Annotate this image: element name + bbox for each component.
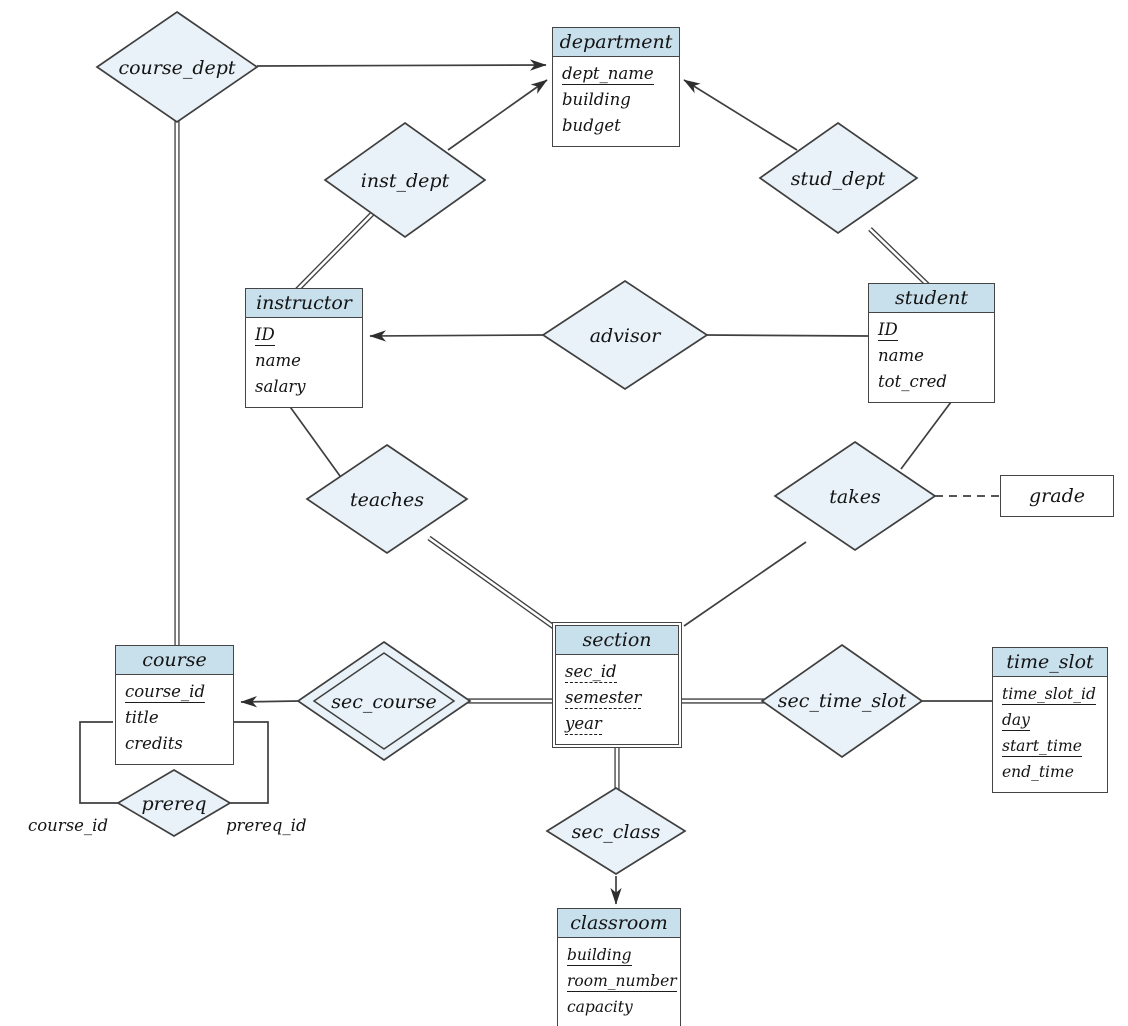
attribute-room-number: room_number xyxy=(567,972,677,992)
attribute-year: year xyxy=(565,714,602,735)
relationship-sec_time_slot[interactable] xyxy=(760,643,924,759)
relationship-sec_course[interactable] xyxy=(296,640,472,762)
entity-instructor-title: instructor xyxy=(246,289,362,318)
attribute-semester: semester xyxy=(565,688,642,709)
relationship-advisor[interactable] xyxy=(541,279,709,391)
relationship-prereq-label: prereq xyxy=(142,793,207,815)
entity-section[interactable]: section sec_id semester year xyxy=(552,622,682,748)
edge-teaches-section-double xyxy=(427,535,560,633)
relationship-stud_dept[interactable] xyxy=(758,121,919,235)
attribute-capacity: capacity xyxy=(567,998,633,1016)
relationship-sec_class-label: sec_class xyxy=(572,821,661,843)
edge-prereq-prereq_id-loop xyxy=(230,721,269,804)
attribute-title: title xyxy=(125,708,159,727)
attribute-building: building xyxy=(562,90,631,109)
relationship-course_dept[interactable] xyxy=(95,10,259,124)
entity-section-title: section xyxy=(556,626,678,655)
attribute-course-id: course_id xyxy=(125,682,206,703)
relationship-takes[interactable] xyxy=(773,440,937,552)
attribute-credits: credits xyxy=(125,734,183,753)
attribute-tot-cred: tot_cred xyxy=(878,372,947,391)
relationship-teaches[interactable] xyxy=(305,443,469,555)
attribute-start-time: start_time xyxy=(1002,737,1082,757)
edge-stud_dept-department-arrow xyxy=(683,79,798,151)
edge-course_dept-department-arrow xyxy=(256,59,547,71)
attribute-id: ID xyxy=(255,325,275,346)
entity-time-slot-title: time_slot xyxy=(993,648,1107,677)
entity-classroom-title: classroom xyxy=(558,909,680,938)
entity-course-title: course xyxy=(116,646,233,675)
entity-classroom[interactable]: classroom building room_number capacity xyxy=(557,908,681,1026)
attribute-day: day xyxy=(1002,711,1030,731)
attribute-building: building xyxy=(567,946,632,966)
attribute-name: name xyxy=(878,346,924,365)
edge-advisor-student xyxy=(706,334,869,337)
relationship-inst_dept[interactable] xyxy=(323,121,487,239)
edge-takes-section xyxy=(683,541,807,627)
edge-advisor-instructor-arrow xyxy=(369,330,544,342)
role-label-prereq_id: prereq_id xyxy=(226,816,307,835)
relationship-inst_dept-label: inst_dept xyxy=(361,170,450,192)
attribute-id: ID xyxy=(878,320,898,341)
relationship-sec_time_slot-label: sec_time_slot xyxy=(778,690,907,712)
attribute-end-time: end_time xyxy=(1002,763,1074,781)
attribute-time-slot-id: time_slot_id xyxy=(1002,685,1096,705)
relationship-sec_course-label: sec_course xyxy=(331,691,437,713)
attribute-dept-name: dept_name xyxy=(562,64,654,85)
attribute-salary: salary xyxy=(255,377,306,396)
edge-instructor-teaches xyxy=(282,396,341,477)
attribute-budget: budget xyxy=(562,116,621,135)
relationship-advisor-label: advisor xyxy=(590,325,662,347)
role-label-course_id: course_id xyxy=(28,816,108,835)
entity-instructor[interactable]: instructor ID name salary xyxy=(245,288,363,408)
edge-student-takes xyxy=(900,393,958,470)
edge-inst_dept-department-arrow xyxy=(447,79,548,151)
relationship-prereq[interactable] xyxy=(116,769,232,837)
edge-sec_course-course-arrow xyxy=(240,696,299,708)
relationship-stud_dept-label: stud_dept xyxy=(791,168,886,190)
entity-course[interactable]: course course_id title credits xyxy=(115,645,234,765)
relationship-course_dept-label: course_dept xyxy=(118,57,235,79)
edge-student-stud_dept-double xyxy=(868,227,933,290)
attribute-box-grade[interactable]: grade xyxy=(1000,475,1114,517)
entity-student-title: student xyxy=(869,284,994,313)
entity-department[interactable]: department dept_name building budget xyxy=(552,27,680,147)
edge-instructor-inst_dept-double xyxy=(295,211,375,292)
relationship-takes-label: takes xyxy=(829,486,881,508)
attribute-grade-label: grade xyxy=(1029,485,1085,507)
entity-department-title: department xyxy=(553,28,679,57)
entity-time-slot[interactable]: time_slot time_slot_id day start_time en… xyxy=(992,647,1108,793)
attribute-name: name xyxy=(255,351,301,370)
relationship-sec_class[interactable] xyxy=(545,786,687,876)
edge-prereq-course_id-loop xyxy=(79,721,118,804)
entity-student[interactable]: student ID name tot_cred xyxy=(868,283,995,403)
relationship-teaches-label: teaches xyxy=(350,489,424,511)
attribute-sec-id: sec_id xyxy=(565,662,617,683)
